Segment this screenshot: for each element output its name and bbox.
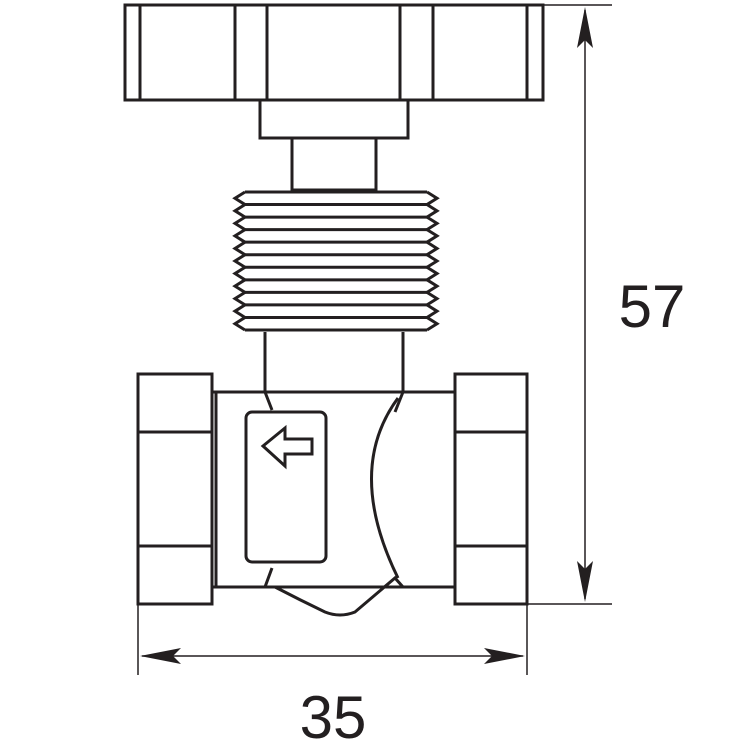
threaded-bonnet (232, 190, 440, 332)
width-dimension-label: 35 (300, 684, 367, 750)
thread-edge (232, 190, 248, 332)
width-dimension: 35 (137, 604, 528, 750)
arrowhead-left-icon (140, 648, 181, 664)
height-dimension-label: 57 (619, 273, 686, 340)
handwheel-hub (258, 98, 410, 140)
right-end-connector (453, 372, 529, 606)
bonnet-neck (263, 332, 405, 392)
arrowhead-down-icon (577, 561, 593, 602)
flow-plate (244, 410, 328, 564)
arrowhead-up-icon (577, 7, 593, 48)
body-curve (370, 397, 400, 579)
handwheel (123, 3, 545, 102)
valve-stem (290, 136, 378, 192)
flow-direction-arrow-icon (260, 424, 314, 470)
body-bottom-bulge (262, 567, 405, 617)
thread-edge (424, 190, 440, 332)
valve-body (212, 390, 455, 617)
left-end-connector (136, 372, 218, 606)
handwheel-body (123, 3, 545, 102)
height-dimension: 57 (527, 4, 686, 605)
arrowhead-right-icon (484, 648, 525, 664)
